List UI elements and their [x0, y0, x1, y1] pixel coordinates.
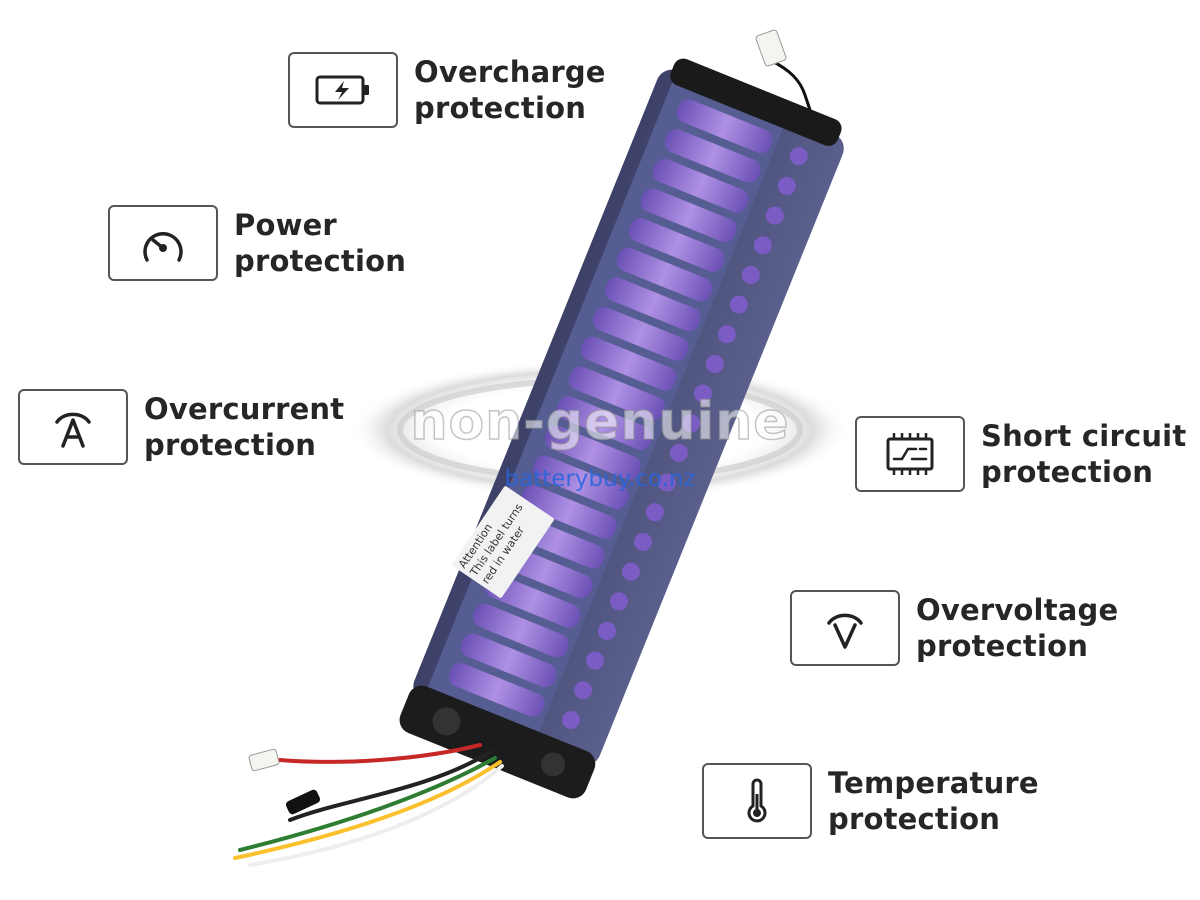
gauge-icon — [143, 232, 183, 262]
battery-cell — [628, 218, 725, 272]
cell-end — [586, 651, 605, 670]
cell-end — [717, 325, 736, 344]
thermometer-icon — [747, 778, 767, 823]
cell-end — [562, 710, 581, 729]
icon-box — [702, 763, 812, 839]
cell-end — [789, 147, 808, 166]
battery-cell — [484, 574, 581, 628]
feature-label: Power protection — [234, 207, 406, 279]
battery-cell — [568, 366, 665, 421]
feature-overcurrent: Overcurrent protection — [18, 389, 344, 465]
battery-cell — [473, 603, 569, 658]
battery-cell — [449, 663, 545, 717]
circuit-board-icon — [886, 433, 934, 475]
feature-subtitle: protection — [414, 91, 587, 125]
battery-cell — [616, 247, 713, 302]
feature-temperature: Temperature protection — [702, 763, 1039, 839]
battery-cell — [532, 455, 629, 510]
feature-title: Power — [234, 208, 337, 242]
battery-cell — [580, 336, 677, 391]
icon-box — [108, 205, 218, 281]
cell-end — [609, 592, 628, 611]
battery-cell — [664, 129, 761, 183]
feature-subtitle: protection — [828, 802, 1001, 836]
cell-end — [729, 295, 748, 314]
cell-end — [645, 503, 664, 522]
battery-cell — [520, 485, 617, 539]
cell-end — [741, 265, 760, 284]
battery-cell — [592, 307, 689, 361]
feature-label: Temperature protection — [828, 765, 1039, 837]
cell-end — [777, 176, 796, 195]
feature-subtitle: protection — [981, 455, 1154, 489]
feature-power: Power protection — [108, 205, 406, 281]
wire-connector — [248, 748, 280, 772]
icon-box — [288, 52, 398, 128]
wire-sleeve — [285, 789, 321, 815]
feature-title: Overcharge — [414, 55, 606, 89]
battery-cell — [544, 425, 641, 480]
battery-cell — [676, 99, 773, 154]
cell-end — [753, 236, 772, 255]
feature-overvoltage: Overvoltage protection — [790, 590, 1118, 666]
battery-cell — [604, 277, 701, 332]
battery-cell — [556, 396, 653, 450]
cell-end — [693, 384, 712, 403]
battery-cell — [652, 158, 749, 213]
feature-label: Short circuit protection — [981, 418, 1186, 490]
feature-subtitle: protection — [916, 629, 1089, 663]
feature-label: Overcurrent protection — [144, 391, 344, 463]
feature-title: Short circuit — [981, 419, 1187, 453]
battery-cell — [640, 188, 737, 243]
cell-end — [669, 443, 688, 462]
feature-overcharge: Overcharge protection — [288, 52, 606, 128]
cell-end — [705, 354, 724, 373]
feature-title: Temperature — [828, 766, 1039, 800]
feature-label: Overvoltage protection — [916, 592, 1118, 664]
cell-end — [598, 621, 617, 640]
cell-end — [633, 532, 652, 551]
feature-title: Overvoltage — [916, 593, 1119, 627]
feature-label: Overcharge protection — [414, 54, 606, 126]
battery-cell — [461, 633, 557, 688]
watermark-link: batterybuy.co.nz — [504, 466, 696, 492]
bottom-wires — [233, 743, 504, 867]
icon-box — [855, 416, 965, 492]
ampere-icon — [55, 412, 91, 448]
watermark-text: non-genuine — [410, 391, 790, 453]
battery-charging-icon — [315, 75, 369, 105]
cell-end — [681, 414, 700, 433]
feature-subtitle: protection — [234, 244, 407, 278]
icon-box — [790, 590, 900, 666]
feature-subtitle: protection — [144, 428, 317, 462]
voltage-icon — [827, 613, 863, 649]
icon-box — [18, 389, 128, 465]
feature-short-circuit: Short circuit protection — [855, 416, 1186, 492]
feature-title: Overcurrent — [144, 392, 345, 426]
cell-end — [574, 681, 593, 700]
cell-end — [657, 473, 676, 492]
cell-end — [621, 562, 640, 581]
cell-end — [765, 206, 784, 225]
top-connector — [755, 29, 787, 67]
